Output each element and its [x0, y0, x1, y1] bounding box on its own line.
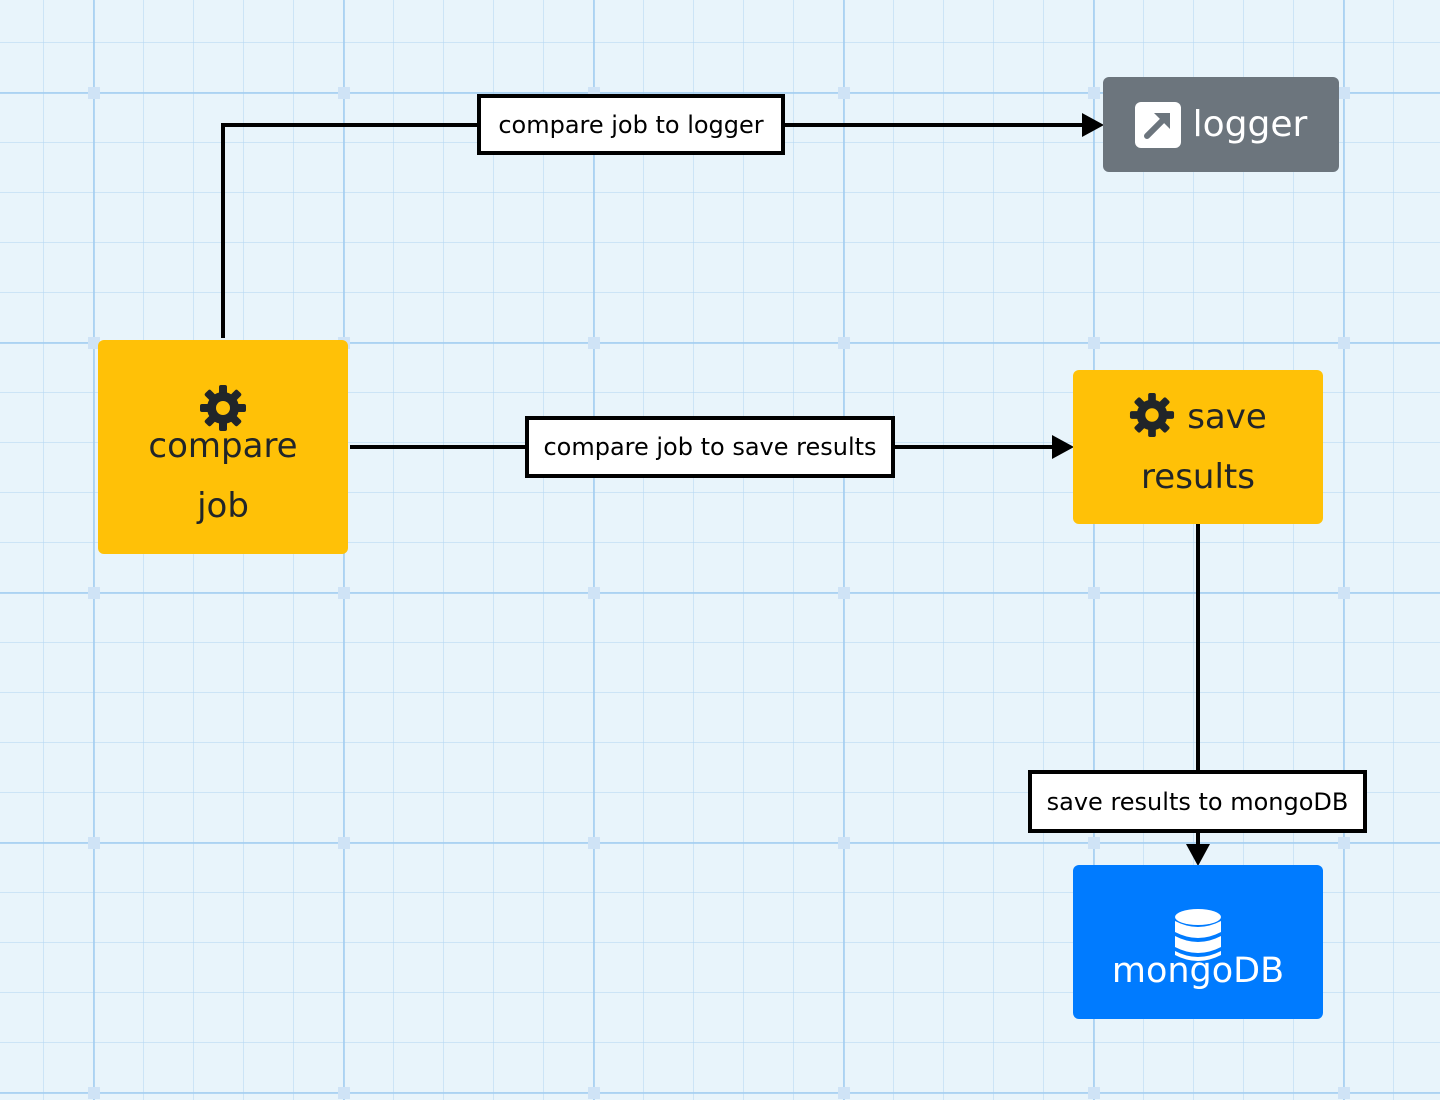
gear-icon — [1129, 392, 1175, 438]
edge-arrowhead-mongodb — [1186, 844, 1210, 866]
node-label-line: results — [1141, 457, 1255, 497]
gear-icon — [199, 384, 247, 432]
edge-arrowhead-logger — [1082, 113, 1104, 137]
node-label-line: compare — [148, 426, 298, 466]
edge-label-compare-job-to-save-results[interactable]: compare job to save results — [525, 416, 895, 478]
edge-arrowhead-save-results — [1052, 435, 1074, 459]
node-compare-job[interactable]: compare job — [98, 340, 348, 554]
node-save-results[interactable]: save results — [1073, 370, 1323, 524]
node-mongodb[interactable]: mongoDB — [1073, 865, 1323, 1019]
external-link-arrow-icon — [1134, 101, 1181, 148]
node-label-line: mongoDB — [1111, 951, 1285, 991]
edge-compare-job-to-logger[interactable] — [221, 123, 1086, 338]
edge-label-save-results-to-mongodb[interactable]: save results to mongoDB — [1028, 770, 1367, 833]
database-icon — [1174, 909, 1222, 963]
edge-label-compare-job-to-logger[interactable]: compare job to logger — [477, 94, 785, 155]
node-label-line: job — [197, 486, 249, 526]
node-logger[interactable]: logger — [1103, 77, 1339, 172]
node-label-line: save — [1187, 397, 1267, 437]
node-label-line: logger — [1192, 103, 1308, 145]
